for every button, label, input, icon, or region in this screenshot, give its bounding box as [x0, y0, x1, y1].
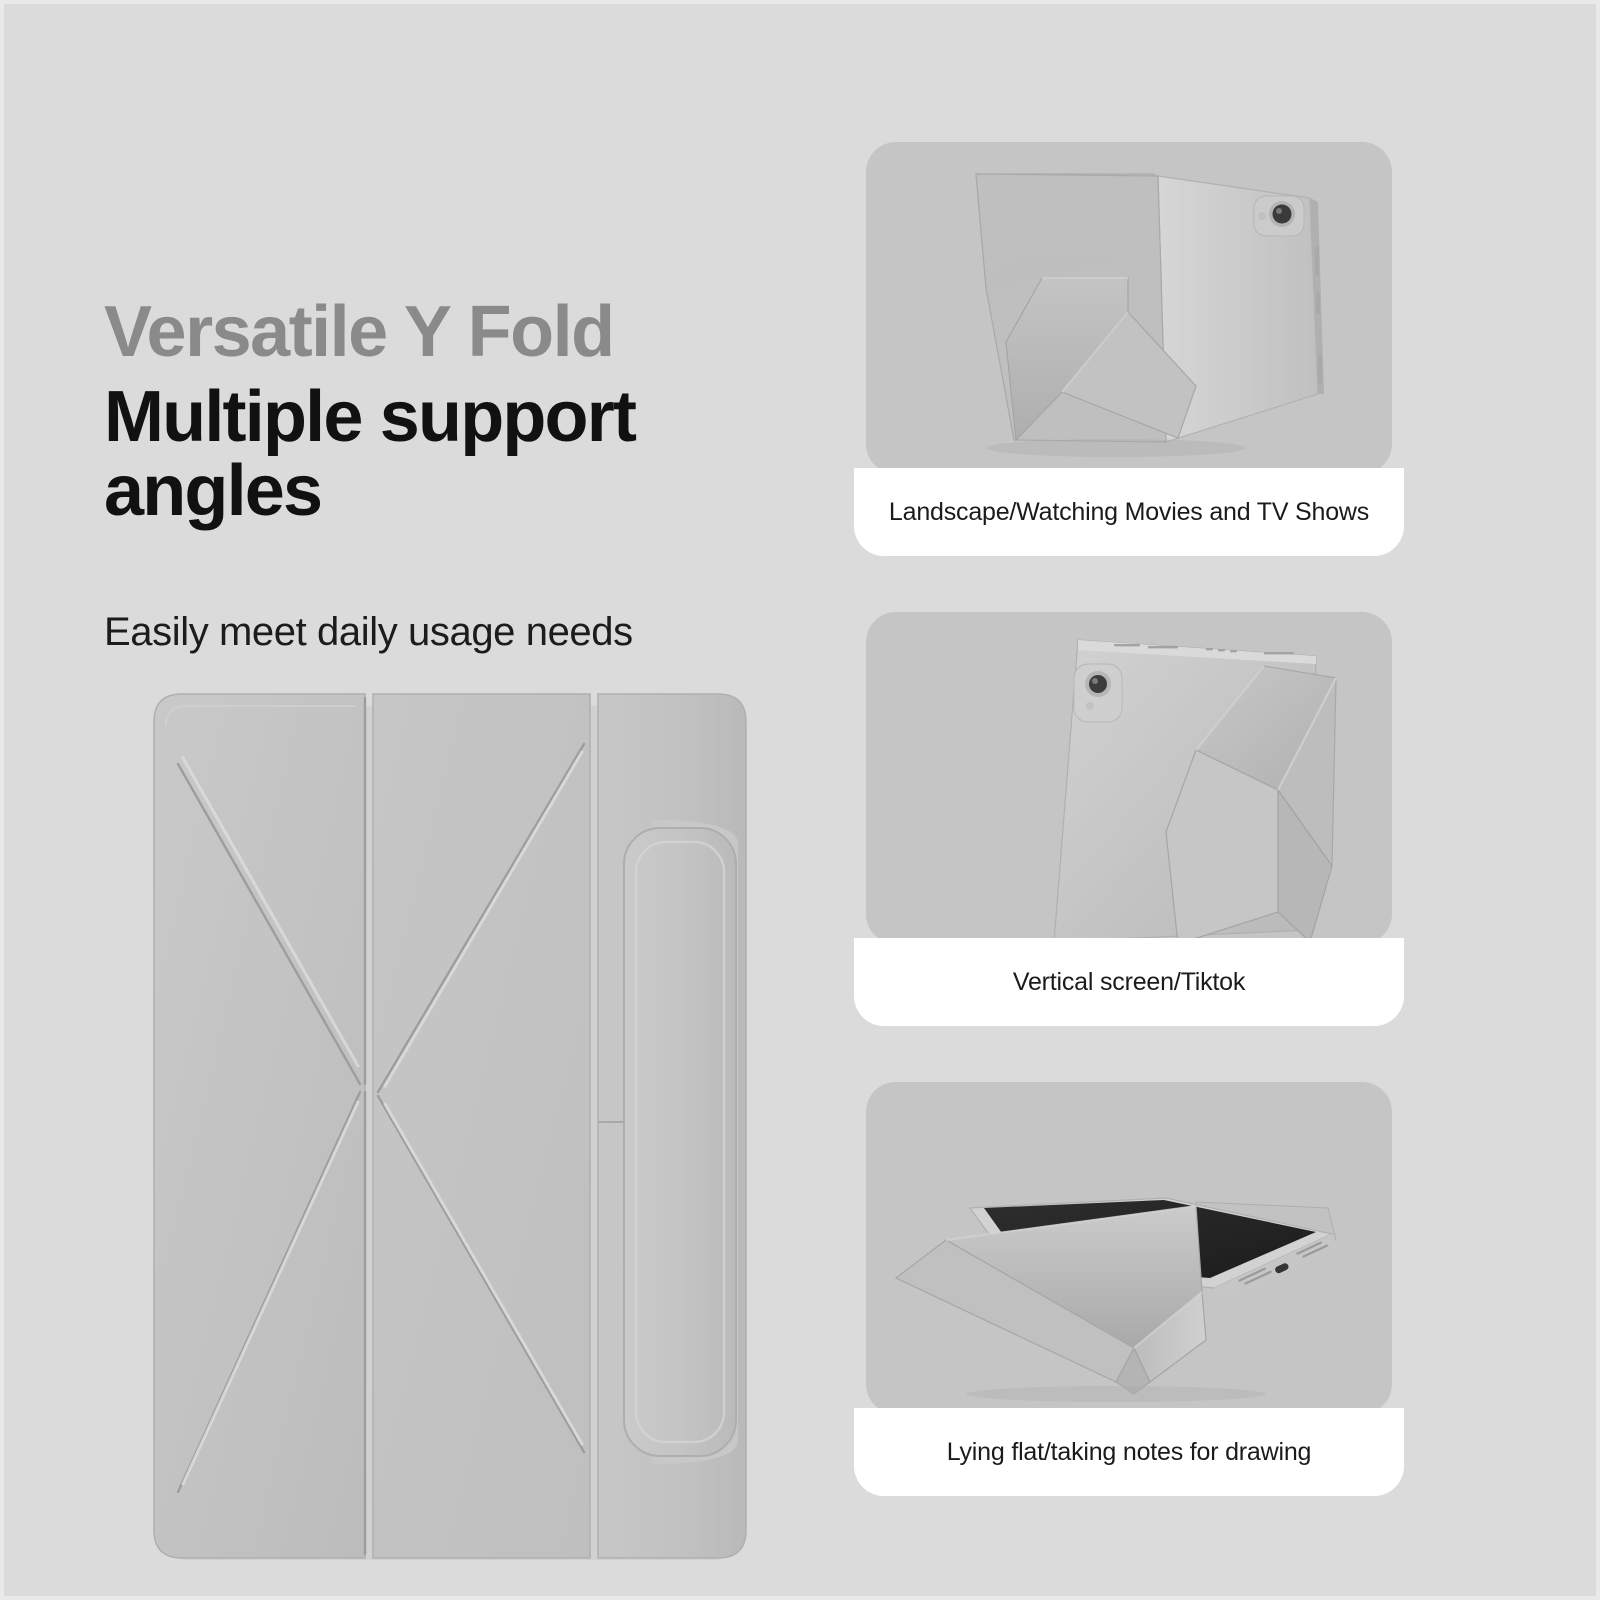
speaker-grille — [1238, 1241, 1328, 1285]
pen-holder-flap — [623, 820, 738, 1464]
copy-block: Versatile Y Fold Multiple support angles… — [104, 292, 844, 655]
landscape-mode-caption: Landscape/Watching Movies and TV Shows — [854, 468, 1404, 556]
hero-product-image — [152, 692, 748, 1560]
speaker-grille — [1114, 644, 1294, 655]
y-fold-crease-lines — [176, 696, 586, 1556]
caption-text: Landscape/Watching Movies and TV Shows — [888, 497, 1370, 526]
crease-highlights — [181, 750, 584, 1486]
caption-text: Lying flat/taking notes for drawing — [946, 1437, 1312, 1466]
landscape-mode-photo — [866, 142, 1392, 474]
center-fold-panel — [372, 693, 591, 1559]
tablet-back-shell — [1157, 175, 1324, 443]
left-fold-panel — [153, 693, 366, 1559]
vertical-mode-photo — [866, 612, 1392, 944]
eyebrow-text: Versatile Y Fold — [104, 292, 615, 372]
vertical-mode-card: Vertical screen/Tiktok — [854, 612, 1404, 1026]
lying-flat-mode-card: Lying flat/taking notes for drawing — [854, 1082, 1404, 1496]
lying-flat-mode-caption: Lying flat/taking notes for drawing — [854, 1408, 1404, 1496]
page-title: Multiple support angles — [104, 377, 637, 531]
stand-wedge-base — [1115, 1346, 1151, 1395]
camera-flash — [1258, 212, 1266, 220]
lying-flat-mode-photo — [866, 1082, 1392, 1414]
landscape-mode-card: Landscape/Watching Movies and TV Shows — [854, 142, 1404, 556]
left-panel-inner-edge — [165, 705, 355, 727]
subheading-text: Easily meet daily usage needs — [104, 610, 633, 655]
vertical-mode-caption: Vertical screen/Tiktok — [854, 938, 1404, 1026]
usb-c-port — [1275, 1263, 1289, 1274]
camera-flash — [1086, 702, 1094, 710]
kickstand-leg — [1165, 749, 1279, 944]
caption-text: Vertical screen/Tiktok — [1012, 967, 1246, 996]
